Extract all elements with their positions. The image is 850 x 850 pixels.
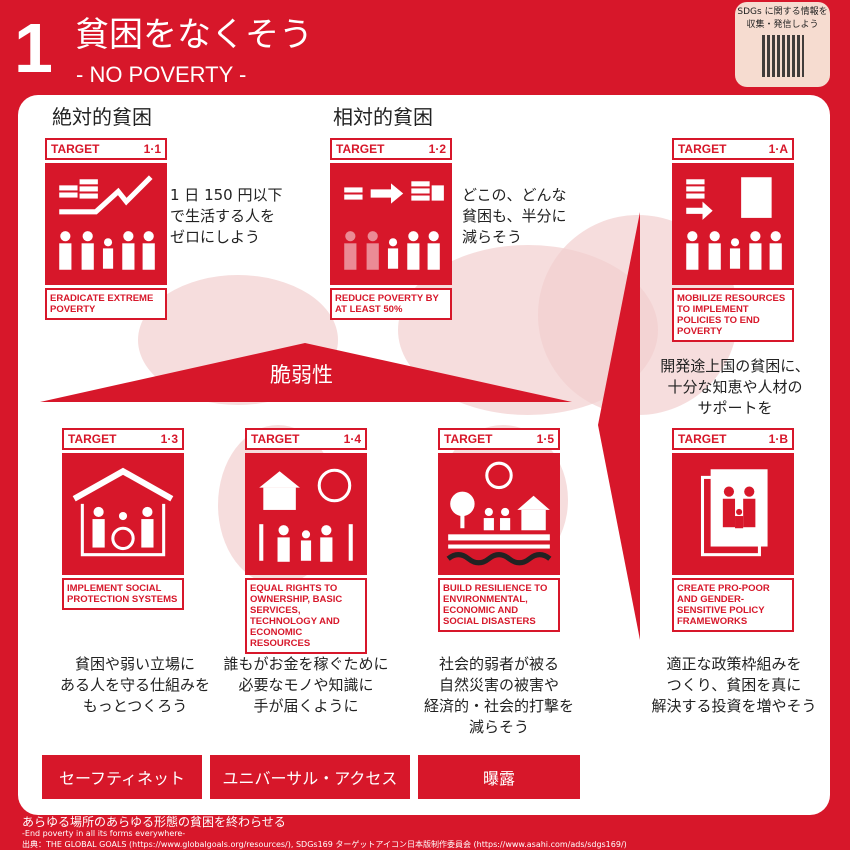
- target-label: TARGET: [678, 432, 727, 446]
- target-id: 1·4: [343, 432, 361, 446]
- desc-line: つくり、貧困を真に: [666, 676, 802, 694]
- target-caption: EQUAL RIGHTS TO OWNERSHIP, BASIC SERVICE…: [245, 578, 367, 654]
- target-1-3-description: 貧困や弱い立場にある人を守る仕組みをもっとつくろう: [40, 654, 230, 717]
- desc-line: 適正な政策枠組みを: [666, 655, 802, 673]
- target-label: TARGET: [444, 432, 493, 446]
- goal-statement-en: -End poverty in all its forms everywhere…: [22, 829, 186, 838]
- desc-line: 必要なモノや知識に: [238, 676, 374, 694]
- qr-text-2: 収集・発信しよう: [746, 20, 819, 30]
- desc-line: 減らそう: [468, 718, 529, 736]
- desc-line: 誰もがお金を稼ぐために: [223, 655, 389, 673]
- page-title: 貧困をなくそう: [75, 15, 313, 55]
- desc-line: 解決する投資を増やそう: [651, 697, 817, 715]
- target-id: 1·3: [160, 432, 178, 446]
- resources-people-icon: [672, 163, 794, 285]
- target-label: TARGET: [336, 142, 385, 156]
- policy-document-icon: [672, 453, 794, 575]
- qr-code-icon[interactable]: [761, 35, 804, 77]
- target-caption: MOBILIZE RESOURCES TO IMPLEMENT POLICIES…: [672, 288, 794, 342]
- desc-line: 貧困も、半分に: [462, 207, 567, 225]
- desc-line: 自然災害の被害や: [438, 676, 559, 694]
- goal-statement-jp: あらゆる場所のあらゆる形態の貧困を終わらせる: [22, 815, 286, 829]
- desc-line: サポートを: [697, 399, 773, 417]
- target-id: 1·A: [768, 142, 788, 156]
- target-caption: CREATE PRO-POOR AND GENDER-SENSITIVE POL…: [672, 578, 794, 632]
- target-card-1-4: TARGET 1·4 EQUAL RIGHTS TO OWNERSHIP, BAS…: [245, 428, 367, 654]
- desc-line: もっとつくろう: [82, 697, 188, 715]
- vulnerability-label: 脆弱性: [270, 363, 333, 387]
- page-subtitle: - NO POVERTY -: [76, 62, 247, 87]
- vulnerability-triangle: [40, 343, 572, 402]
- target-card-1-2: TARGET 1·2 REDUCE POVERTY BY AT LEAST 50%: [330, 138, 452, 320]
- house-bank-people-icon: [245, 453, 367, 575]
- desc-line: 減らそう: [462, 228, 523, 246]
- qr-box[interactable]: SDGs に関する情報を 収集・発信しよう: [735, 2, 830, 87]
- target-label: TARGET: [68, 432, 117, 446]
- desc-line: 貧困や弱い立場に: [74, 655, 195, 673]
- target-id: 1·1: [143, 142, 161, 156]
- desc-line: 1 日 150 円以下: [170, 186, 283, 204]
- shelter-protection-icon: [62, 453, 184, 575]
- desc-line: ある人を守る仕組みを: [59, 676, 210, 694]
- goal-number: 1: [14, 9, 53, 87]
- target-caption: REDUCE POVERTY BY AT LEAST 50%: [330, 288, 452, 320]
- target-1-5-description: 社会的弱者が被る自然災害の被害や経済的・社会的打撃を減らそう: [404, 654, 594, 738]
- coins-growth-icon: [45, 163, 167, 285]
- heading-relative-poverty: 相対的貧困: [333, 105, 433, 129]
- target-card-1-3: TARGET 1·3 IMPLEMENT SOCIAL PROTECTION SY…: [62, 428, 184, 610]
- desc-line: 手が届くように: [253, 697, 359, 715]
- desc-line: どこの、どんな: [462, 186, 567, 204]
- target-card-1-5: TARGET 1·5 BUILD RESILIENCE TO ENVIRONMEN…: [438, 428, 560, 632]
- target-label: TARGET: [51, 142, 100, 156]
- target-label: TARGET: [678, 142, 727, 156]
- desc-line: 十分な知恵や人材の: [667, 378, 803, 396]
- disaster-resilience-icon: [438, 453, 560, 575]
- target-card-1-b: TARGET 1·B CREATE PRO-POOR AND GENDER-SEN…: [672, 428, 794, 632]
- halve-people-icon: [330, 163, 452, 285]
- source-credit: 出典：THE GLOBAL GOALS (https://www.globalg…: [22, 840, 627, 849]
- qr-text-1: SDGs に関する情報を: [737, 7, 828, 17]
- safety-net-button[interactable]: セーフティネット: [42, 755, 202, 799]
- target-caption: ERADICATE EXTREME POVERTY: [45, 288, 167, 320]
- arrow-wedge: [598, 212, 640, 640]
- desc-line: 開発途上国の貧困に、: [660, 357, 810, 375]
- exposure-button[interactable]: 曝露: [418, 755, 580, 799]
- target-caption: BUILD RESILIENCE TO ENVIRONMENTAL, ECONO…: [438, 578, 560, 632]
- target-card-1-a: TARGET 1·A MOBILIZE RESOURCES TO IMPLEMEN…: [672, 138, 794, 342]
- desc-line: で生活する人を: [170, 207, 276, 225]
- target-1-4-description: 誰もがお金を稼ぐために必要なモノや知識に手が届くように: [208, 654, 404, 717]
- desc-line: 経済的・社会的打撃を: [423, 697, 574, 715]
- target-1-2-description: どこの、どんな貧困も、半分に減らそう: [462, 185, 567, 248]
- target-caption: IMPLEMENT SOCIAL PROTECTION SYSTEMS: [62, 578, 184, 610]
- target-1-1-description: 1 日 150 円以下で生活する人をゼロにしよう: [170, 185, 282, 248]
- target-1-b-description: 適正な政策枠組みをつくり、貧困を真に解決する投資を増やそう: [636, 654, 832, 717]
- target-card-1-1: TARGET 1·1 ERADICATE EXTREME POVERTY: [45, 138, 167, 320]
- desc-line: ゼロにしよう: [170, 228, 261, 246]
- heading-absolute-poverty: 絶対的貧困: [52, 105, 152, 129]
- target-id: 1·B: [768, 432, 788, 446]
- desc-line: 社会的弱者が被る: [438, 655, 559, 673]
- target-id: 1·5: [536, 432, 554, 446]
- target-1-a-description: 開発途上国の貧困に、十分な知恵や人材のサポートを: [640, 356, 830, 419]
- target-id: 1·2: [428, 142, 446, 156]
- target-label: TARGET: [251, 432, 300, 446]
- universal-access-button[interactable]: ユニバーサル・アクセス: [210, 755, 410, 799]
